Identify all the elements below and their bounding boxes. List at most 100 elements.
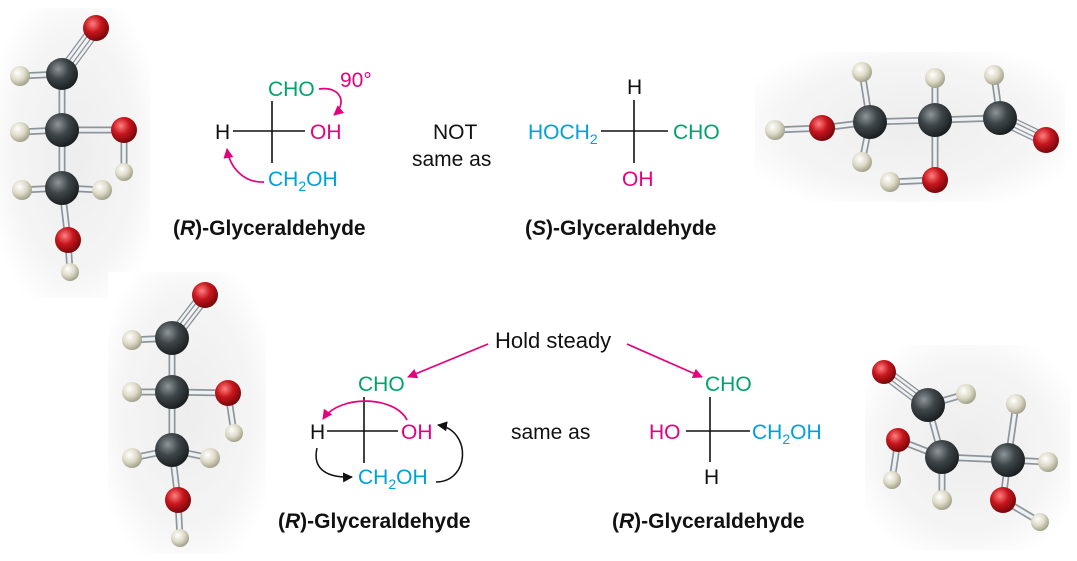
oxygen-atom <box>215 380 241 406</box>
ball-and-stick-models <box>10 15 1059 547</box>
label-part: ( <box>525 217 532 240</box>
oxygen-atom <box>922 167 948 193</box>
carbon-atom <box>45 113 79 147</box>
hydroxyl-group: OH <box>622 168 654 191</box>
hydroxyl-group: OH <box>401 421 433 444</box>
hydrogen-atom <box>61 263 79 281</box>
comparison-same-as: same as <box>511 421 590 444</box>
hydrogen-atom <box>883 471 901 489</box>
hydrogen-atom <box>115 163 133 181</box>
aldehyde-group: CHO <box>705 373 752 396</box>
hold-steady-label: Hold steady <box>495 328 611 353</box>
formula-part: OH <box>306 168 338 191</box>
oxygen-atom <box>83 15 109 41</box>
configuration-letter: S <box>532 217 546 240</box>
hydrogen-atom <box>122 330 142 350</box>
formula-subscript: 2 <box>298 178 306 194</box>
aldehyde-group: CHO <box>268 78 315 101</box>
hold-steady-arrow <box>626 343 703 378</box>
label-part: ( <box>278 510 285 533</box>
hydrogen-atom <box>225 424 243 442</box>
hydrogen-atom <box>880 172 900 192</box>
ball-and-stick-model-top-left <box>10 15 137 281</box>
r-configuration-label: (R)-Glyceraldehyde <box>612 510 805 533</box>
oxygen-atom <box>165 487 191 513</box>
aldehyde-group: CHO <box>673 121 720 144</box>
hydroxyl-group: HO <box>649 421 681 444</box>
rotation-arrow <box>435 421 464 483</box>
oxygen-atom <box>1033 127 1059 153</box>
hydrogen-substituent: H <box>627 76 642 99</box>
fischer-projection-r-bottom-right: CHO HO CH2OH H (R)-Glyceraldehyde <box>612 373 822 533</box>
formula-subscript: 2 <box>782 431 790 447</box>
oxygen-atom <box>990 487 1016 513</box>
fischer-projection-s-top: H HOCH2 CHO OH (S)-Glyceraldehyde <box>525 76 720 240</box>
hydrogen-atom <box>1006 394 1026 414</box>
hydrogen-atom <box>984 65 1004 85</box>
fischer-projection-r-bottom-left: CHO H OH CH2OH (R)-Glyceraldehyde <box>278 373 471 533</box>
hydrogen-atom <box>122 382 142 402</box>
r-configuration-label: (R)-Glyceraldehyde <box>173 217 366 240</box>
hydrogen-atom <box>171 529 189 547</box>
carbon-atom <box>155 321 189 355</box>
oxygen-atom <box>192 282 218 308</box>
hydrogen-atom <box>925 68 945 88</box>
comparison-same-as: same as <box>412 148 491 171</box>
formula-part: HOCH <box>528 121 590 144</box>
hydroxymethyl-group: CH2OH <box>358 466 428 492</box>
ball-and-stick-model-bottom-right <box>872 360 1058 531</box>
formula-part: CH <box>268 168 298 191</box>
hydrogen-atom <box>122 448 142 468</box>
carbon-atom <box>911 388 945 422</box>
carbon-atom <box>853 105 887 139</box>
hold-steady-arrow <box>407 343 489 379</box>
oxygen-atom <box>886 428 910 452</box>
configuration-letter: R <box>180 217 196 240</box>
hydrogen-atom <box>12 180 32 200</box>
formula-subscript: 2 <box>590 131 598 147</box>
carbon-atom <box>155 433 189 467</box>
rotation-arrow <box>315 447 353 483</box>
carbon-atom <box>46 58 78 90</box>
configuration-letter: R <box>285 510 301 533</box>
configuration-letter: R <box>619 510 635 533</box>
label-part: )-Glyceraldehyde <box>634 510 804 533</box>
label-part: )-Glyceraldehyde <box>195 217 365 240</box>
ball-and-stick-model-top-right <box>765 62 1059 193</box>
hydrogen-substituent: H <box>310 421 325 444</box>
rotation-arrow <box>223 148 265 183</box>
hydrogen-atom <box>200 448 220 468</box>
ball-and-stick-model-bottom-left <box>122 282 243 547</box>
hydrogen-atom <box>10 122 30 142</box>
carbon-atom <box>983 101 1017 135</box>
oxygen-atom <box>55 227 81 253</box>
label-part: )-Glyceraldehyde <box>546 217 716 240</box>
hydrogen-atom <box>1038 452 1058 472</box>
rotation-arrow <box>318 87 345 116</box>
carbon-atom <box>925 440 959 474</box>
formula-part: CH <box>752 421 782 444</box>
hydroxymethyl-group: HOCH2 <box>528 121 598 147</box>
hydrogen-atom <box>852 152 872 172</box>
label-part: )-Glyceraldehyde <box>300 510 470 533</box>
fischer-projection-r-top: CHO H OH CH2OH 90° (R)-Glyceraldehyde <box>173 69 372 240</box>
hydrogen-atom <box>765 120 785 140</box>
oxygen-atom <box>111 117 137 143</box>
label-part: ( <box>612 510 619 533</box>
r-configuration-label: (R)-Glyceraldehyde <box>278 510 471 533</box>
label-part: ( <box>173 217 180 240</box>
carbon-atom <box>918 103 952 137</box>
carbon-atom <box>155 375 189 409</box>
hydrogen-atom <box>932 490 952 510</box>
hydrogen-atom <box>92 180 112 200</box>
formula-part: CH <box>358 466 388 489</box>
hydrogen-atom <box>10 66 30 86</box>
rotation-angle-label: 90° <box>340 69 372 92</box>
hydroxyl-group: OH <box>310 121 342 144</box>
hydrogen-atom <box>956 384 976 404</box>
formula-subscript: 2 <box>388 476 396 492</box>
oxygen-atom <box>809 115 835 141</box>
oxygen-atom <box>872 360 896 384</box>
formula-part: OH <box>396 466 428 489</box>
